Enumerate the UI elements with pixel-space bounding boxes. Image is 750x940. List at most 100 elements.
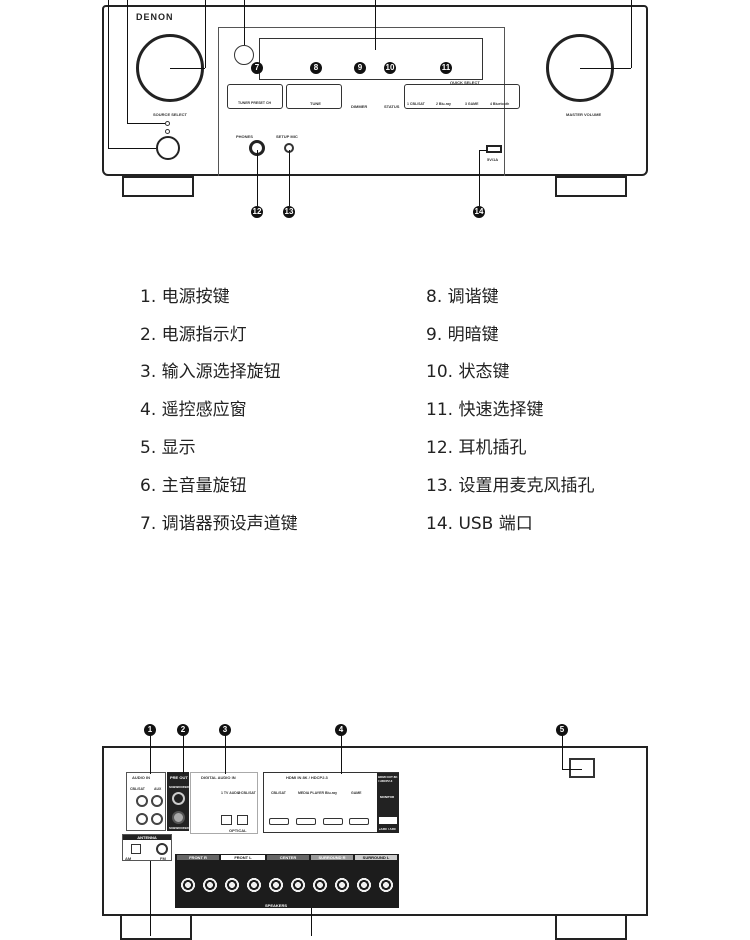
- quick-button-3: 3 GAME: [465, 102, 479, 106]
- rca-jack: [151, 813, 163, 825]
- display-bezel: [218, 27, 505, 176]
- rear-callout-2: 2: [177, 724, 189, 736]
- legend-item: 1. 电源按键: [140, 287, 230, 307]
- hdmi-input-label: CBL/SAT: [271, 791, 286, 795]
- power-button: [156, 136, 180, 160]
- callout-11: 11: [440, 62, 452, 74]
- quick-select-buttons: [404, 84, 520, 109]
- rca-jack: [136, 813, 148, 825]
- monitor-label: MONITOR: [380, 795, 395, 799]
- quick-button-4: 4 Bluetooth: [490, 102, 510, 106]
- speakers-label: SPEAKERS: [265, 903, 288, 908]
- audio-in-label: AUDIO IN: [132, 775, 150, 780]
- pre-out-section: PRE OUT SUBWOOFER 1 SUBWOOFER 2: [167, 772, 192, 831]
- subwoofer-1-label: SUBWOOFER 1: [169, 785, 192, 789]
- digital-audio-section: DIGITAL AUDIO IN 1 TV AUDIO 2 CBL/SAT OP…: [190, 772, 258, 834]
- status-label: STATUS: [384, 104, 400, 109]
- legend-item: 13. 设置用麦克风插孔: [426, 476, 595, 496]
- foot-right: [555, 176, 627, 197]
- legend-item: 11. 快速选择键: [426, 400, 544, 420]
- rear-chassis: [102, 746, 648, 916]
- speakers-section: FRONT R FRONT L CENTER SURROUND R SURROU…: [175, 854, 399, 908]
- audio-input-label: AUX: [154, 787, 162, 791]
- callout-10: 10: [384, 62, 396, 74]
- optical-port: [237, 815, 248, 825]
- speaker-terminals: [177, 874, 397, 896]
- hdmi-input-label: MEDIA PLAYER: [298, 791, 324, 795]
- antenna-section: ANTENNA AM FM: [122, 834, 172, 861]
- legend-item: 12. 耳机插孔: [426, 438, 527, 458]
- speaker-front-r-label: FRONT R: [177, 855, 219, 860]
- legend-item: 8. 调谐键: [426, 287, 499, 307]
- master-volume-label: MASTER VOLUME: [566, 112, 602, 117]
- quick-button-1: 1 CBL/SAT: [407, 102, 425, 106]
- legend-item: 3. 输入源选择旋钮: [140, 362, 281, 382]
- legend-item: 14. USB 端口: [426, 514, 533, 534]
- rca-jack: [136, 795, 148, 807]
- fm-connector: [156, 843, 168, 855]
- digital-input-label: 1 TV AUDIO: [221, 791, 241, 795]
- power-cord: [569, 758, 595, 778]
- legend-item: 7. 调谐器预设声道键: [140, 514, 298, 534]
- front-panel-diagram: DENON SOURCE SELECT TUNER PRESET CH TUNE…: [0, 0, 750, 225]
- quick-button-2: 2 Blu-ray: [436, 102, 451, 106]
- optical-port: [221, 815, 232, 825]
- audio-input-label: CBL/SAT: [130, 787, 145, 791]
- rear-callout-5: 5: [556, 724, 568, 736]
- foot-left: [122, 176, 194, 197]
- power-icon: [165, 129, 170, 134]
- hdmi-port: [323, 818, 343, 825]
- usb-port: [486, 145, 502, 153]
- legend-item: 5. 显示: [140, 438, 196, 458]
- hdmi-section: HDMI IN 8K / HDCP2.3 CBL/SAT MEDIA PLAYE…: [263, 772, 399, 833]
- hdmi-out-section: HDMI OUT 8K / HDCP2.3 MONITOR eARC / ARC: [377, 773, 399, 833]
- legend-item: 4. 遥控感应窗: [140, 400, 247, 420]
- usb-label: 5V/1A: [487, 157, 499, 162]
- hdmi-input-label: GAME: [351, 791, 362, 795]
- speaker-center-label: CENTER: [267, 855, 309, 860]
- audio-in-section: AUDIO IN CBL/SAT AUX: [126, 772, 166, 831]
- power-indicator: [165, 121, 170, 126]
- legend-item: 9. 明暗键: [426, 325, 499, 345]
- antenna-label: ANTENNA: [123, 835, 171, 840]
- callout-14: 14: [473, 206, 485, 218]
- legend-item: 10. 状态键: [426, 362, 510, 382]
- tuner-preset-buttons: [227, 84, 283, 109]
- am-terminal: [131, 844, 141, 854]
- hdmi-input-label: Blu-ray: [325, 791, 338, 795]
- tune-label: TUNE: [310, 101, 321, 106]
- legend-item: 2. 电源指示灯: [140, 325, 247, 345]
- rca-jack: [151, 795, 163, 807]
- rear-callout-4: 4: [335, 724, 347, 736]
- remote-sensor: [234, 45, 254, 65]
- rear-callout-3: 3: [219, 724, 231, 736]
- hdmi-out-port: [379, 817, 397, 824]
- rear-panel-diagram: AUDIO IN CBL/SAT AUX PRE OUT SUBWOOFER 1…: [0, 720, 750, 940]
- callout-12: 12: [251, 206, 263, 218]
- hdmi-in-label: HDMI IN 8K / HDCP2.3: [286, 775, 328, 780]
- callout-9: 9: [354, 62, 366, 74]
- dimmer-label: DIMMER: [351, 104, 368, 109]
- fm-label: FM: [160, 856, 166, 861]
- callout-7: 7: [251, 62, 263, 74]
- hdmi-out-label: HDMI OUT 8K / HDCP2.3: [378, 775, 398, 783]
- setup-mic-label: SETUP MIC: [276, 134, 298, 139]
- quick-select-label: QUICK SELECT: [450, 80, 480, 85]
- foot-right: [555, 916, 627, 940]
- optical-label: OPTICAL: [229, 828, 247, 833]
- am-label: AM: [125, 856, 132, 861]
- rear-callout-1: 1: [144, 724, 156, 736]
- callout-8: 8: [310, 62, 322, 74]
- subwoofer-2-jack: [172, 811, 185, 824]
- hdmi-port: [269, 818, 289, 825]
- legend-item: 6. 主音量旋钮: [140, 476, 247, 496]
- display-window: [259, 38, 483, 80]
- subwoofer-1-jack: [172, 792, 185, 805]
- speaker-surround-l-label: SURROUND L: [355, 855, 397, 860]
- tune-buttons: [286, 84, 342, 109]
- digital-audio-label: DIGITAL AUDIO IN: [201, 775, 236, 780]
- phones-label: PHONES: [236, 134, 253, 139]
- speaker-front-l-label: FRONT L: [221, 855, 265, 860]
- digital-input-label: 2 CBL/SAT: [238, 791, 256, 795]
- tuner-preset-label: TUNER PRESET CH: [238, 101, 272, 105]
